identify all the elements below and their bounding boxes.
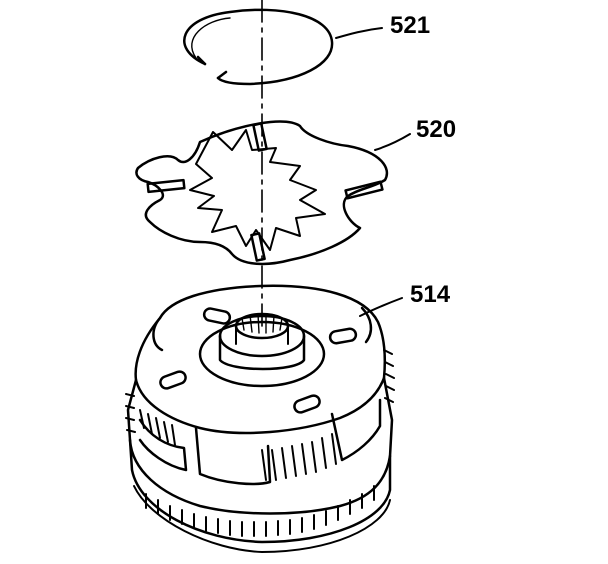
planetary-carrier-514 <box>125 284 395 553</box>
callout-label-520: 520 <box>416 116 457 143</box>
callout-label-514: 514 <box>410 281 451 308</box>
thrust-washer-520 <box>135 120 389 266</box>
callout-label-521: 521 <box>390 12 431 39</box>
leader-line-520 <box>374 133 411 151</box>
snap-ring-521 <box>183 8 334 86</box>
leader-line-514 <box>359 297 403 317</box>
leader-line-521 <box>335 27 383 39</box>
